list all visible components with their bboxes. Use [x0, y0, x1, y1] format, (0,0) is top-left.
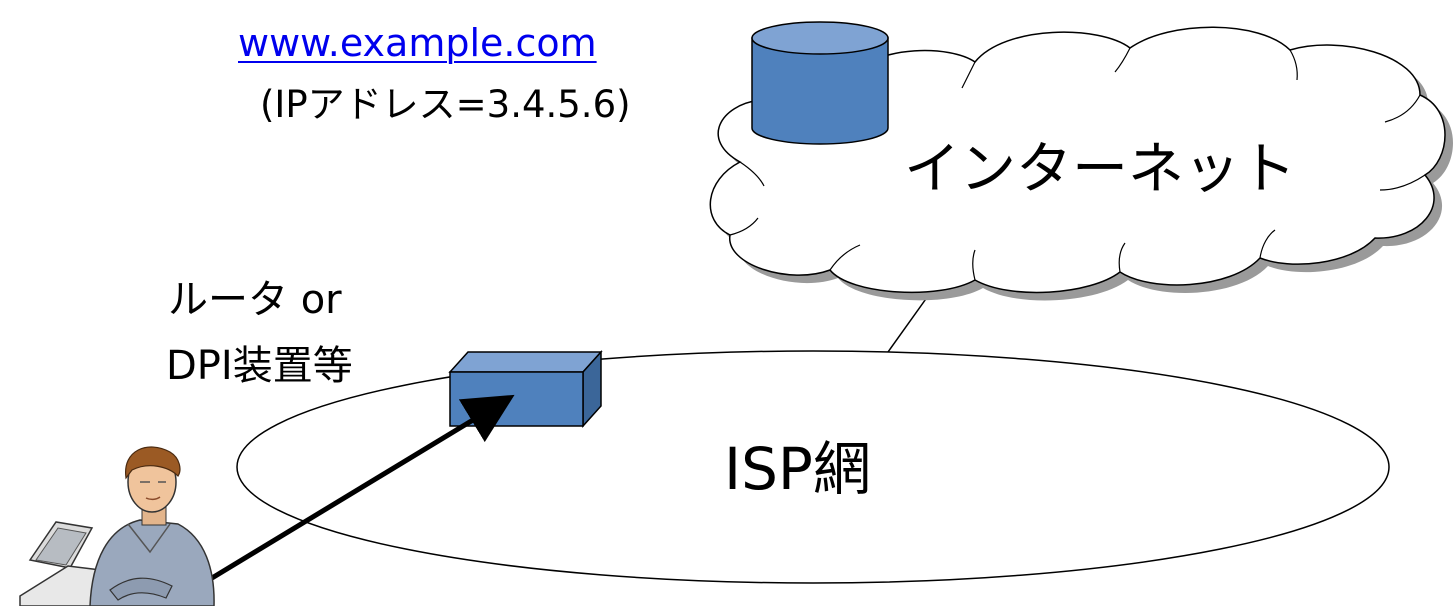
- person-with-laptop-icon: [19, 446, 215, 606]
- user-to-router-arrow: [210, 394, 515, 581]
- server-ip-note: (IPアドレス=3.4.5.6): [260, 83, 631, 126]
- router-label-line2: DPI装置等: [166, 343, 353, 389]
- database-cylinder-icon: [751, 21, 889, 145]
- box-device-icon: [448, 350, 603, 428]
- internet-label: インターネット: [904, 137, 1296, 202]
- server-hostname-link[interactable]: www.example.com: [238, 21, 597, 65]
- isp-network-label: ISP網: [724, 435, 871, 503]
- router-label-line1: ルータ or: [168, 277, 342, 323]
- cloud-icon: [709, 26, 1453, 301]
